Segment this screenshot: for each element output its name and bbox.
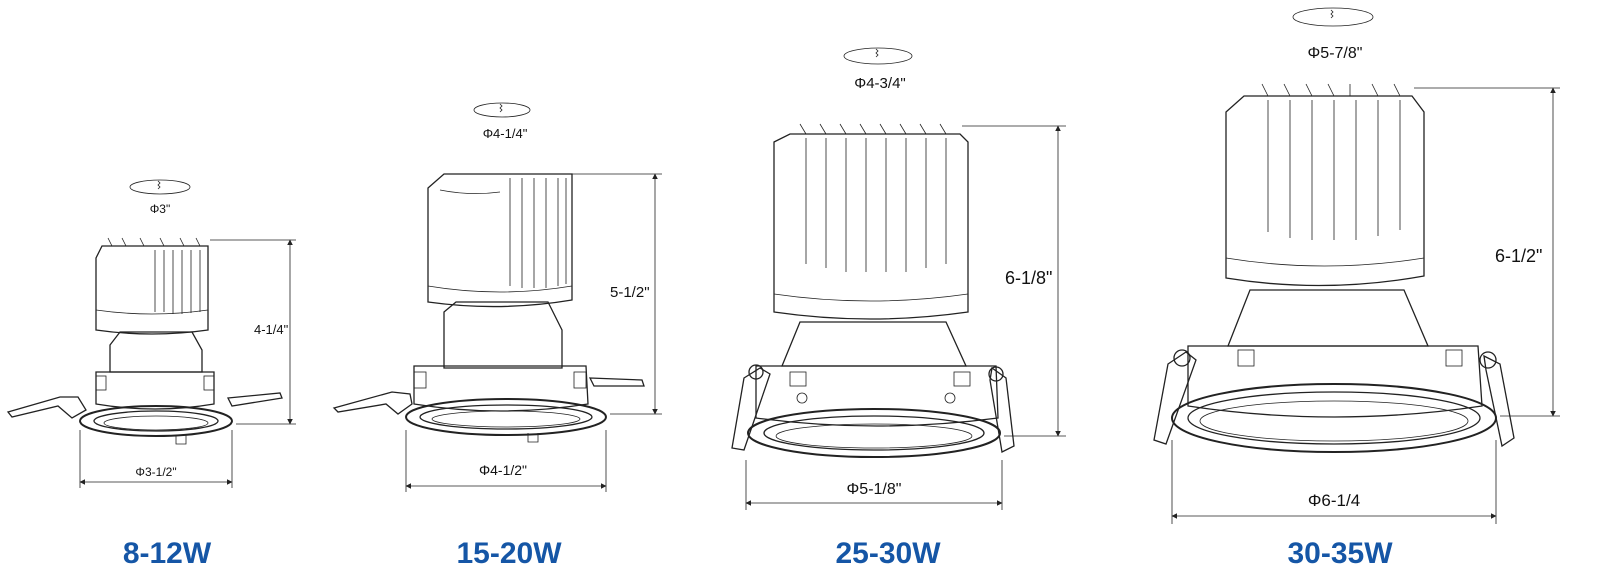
wattage-label: 8-12W bbox=[123, 537, 212, 570]
height-dimension bbox=[962, 125, 1066, 437]
height-label: 6-1/2" bbox=[1495, 246, 1542, 266]
bottom-diameter-label: Φ4-1/2" bbox=[479, 462, 527, 478]
wattage-label: 25-30W bbox=[835, 537, 941, 570]
height-dimension bbox=[1414, 87, 1560, 417]
height-label: 4-1/4" bbox=[254, 322, 289, 337]
fixture-8-12w: Φ3" 4-1/4" bbox=[6, 179, 296, 570]
top-diameter-label: Φ3" bbox=[150, 202, 171, 216]
fixture-30-35w: Φ5-7/8" 6-1/2 bbox=[1153, 7, 1560, 570]
top-diameter-symbol bbox=[129, 179, 191, 195]
height-label: 5-1/2" bbox=[610, 284, 650, 301]
top-diameter-label: Φ4-3/4" bbox=[854, 75, 905, 92]
height-dimension bbox=[572, 173, 662, 415]
top-diameter-label: Φ4-1/4" bbox=[483, 126, 528, 141]
bottom-diameter-dimension bbox=[405, 430, 607, 492]
top-diameter-symbol bbox=[843, 47, 913, 65]
bottom-diameter-dimension bbox=[79, 430, 233, 488]
bottom-diameter-label: Φ6-1/4 bbox=[1308, 491, 1360, 510]
bottom-diameter-dimension bbox=[745, 460, 1003, 510]
fixture-body bbox=[731, 123, 1015, 458]
fixture-15-20w: Φ4-1/4" 5-1/2" bbox=[332, 102, 662, 570]
bottom-diameter-dimension bbox=[1171, 440, 1497, 524]
fixture-body bbox=[6, 237, 283, 445]
top-diameter-label: Φ5-7/8" bbox=[1308, 45, 1363, 62]
wattage-label: 15-20W bbox=[456, 537, 562, 570]
fixture-body bbox=[1153, 83, 1515, 453]
bottom-diameter-label: Φ5-1/8" bbox=[847, 481, 902, 498]
top-diameter-symbol bbox=[473, 102, 531, 118]
fixture-body bbox=[332, 173, 645, 443]
top-diameter-symbol bbox=[1292, 7, 1374, 27]
height-label: 6-1/8" bbox=[1005, 268, 1052, 288]
bottom-diameter-label: Φ3-1/2" bbox=[135, 465, 176, 479]
wattage-label: 30-35W bbox=[1287, 537, 1393, 570]
fixture-25-30w: Φ4-3/4" bbox=[731, 47, 1066, 570]
height-dimension bbox=[210, 239, 296, 425]
